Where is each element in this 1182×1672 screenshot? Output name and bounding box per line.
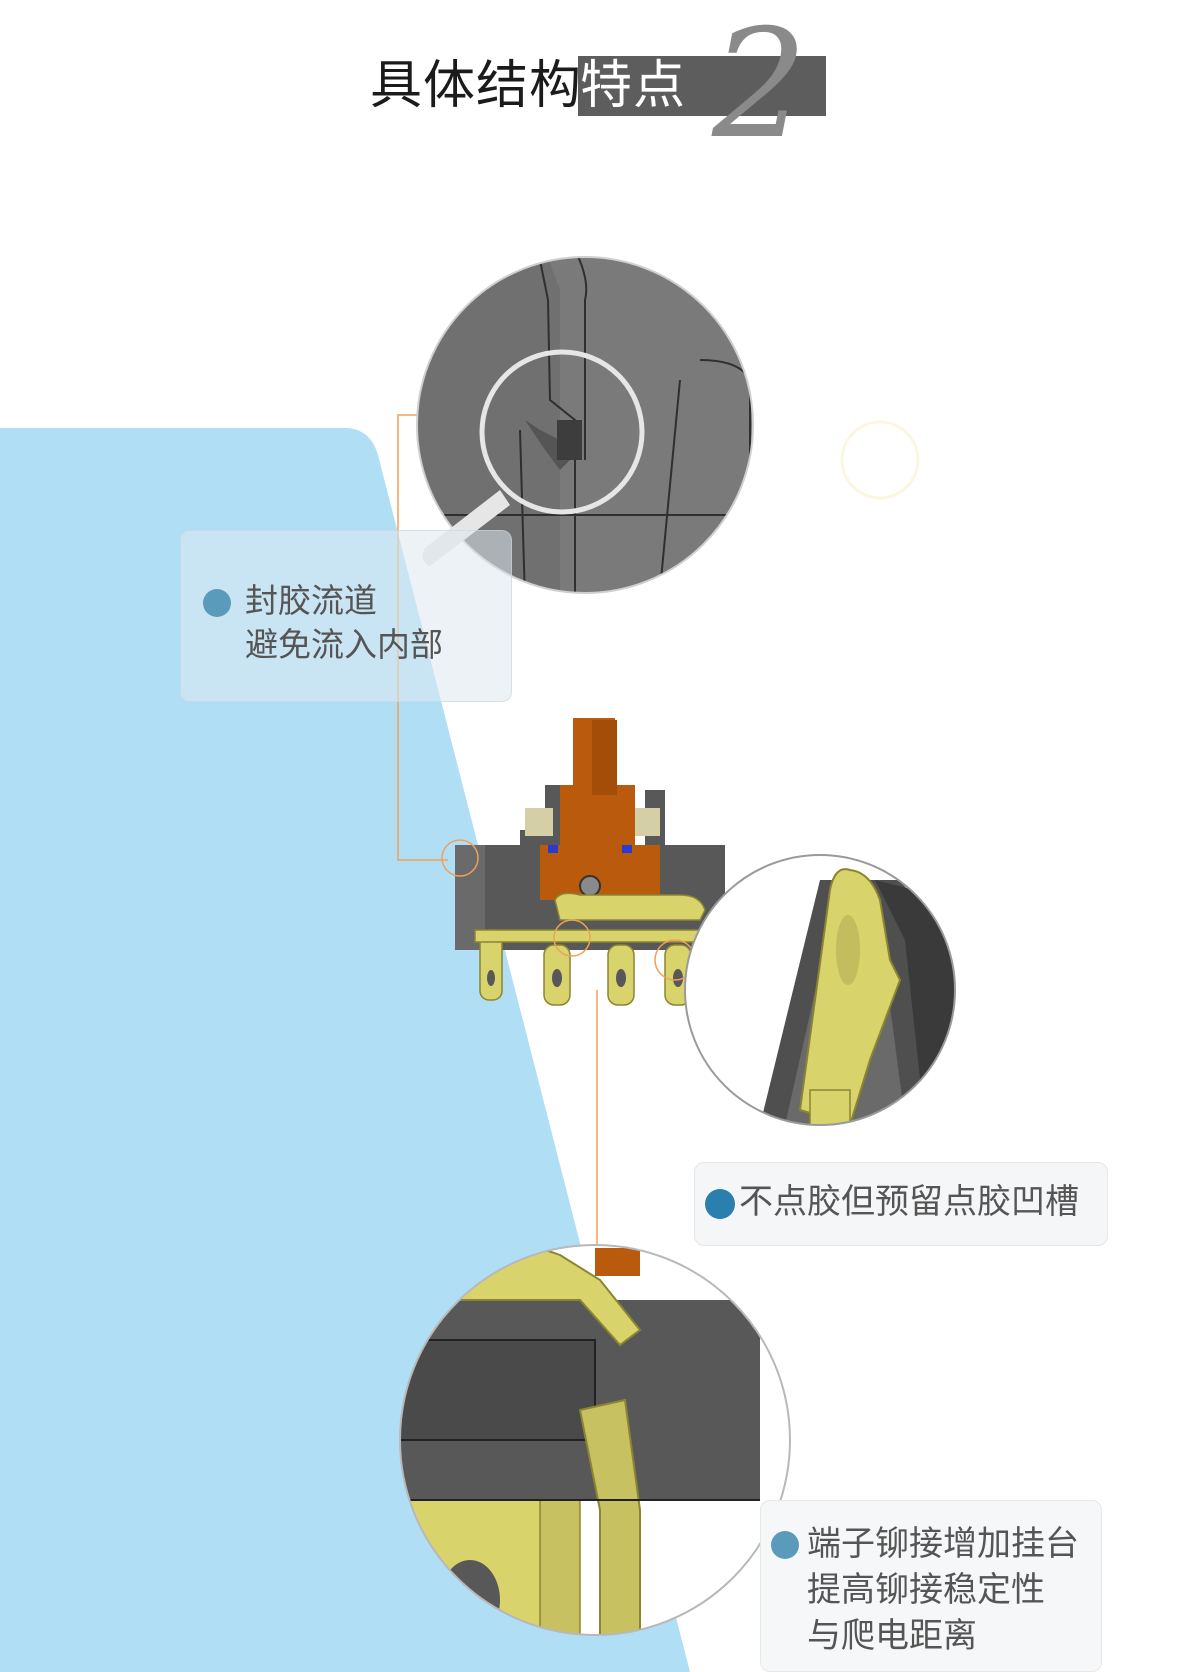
switch-component	[441, 718, 725, 1006]
callout-terminal-riveting: 端子铆接增加挂台 提高铆接稳定性 与爬电距离	[760, 1500, 1102, 1672]
callout-terminal-line1: 端子铆接增加挂台	[807, 1524, 1079, 1564]
callout-groove-line1: 不点胶但预留点胶凹槽	[739, 1182, 1079, 1222]
callout-sealing-line2: 避免流入内部	[245, 625, 443, 664]
callout-sealing-line1: 封胶流道	[245, 581, 377, 620]
bullet-dot	[771, 1531, 799, 1559]
title-number: 2	[712, 0, 808, 172]
bullet-dot	[203, 589, 231, 617]
callout-terminal-line2: 提高铆接稳定性	[807, 1570, 1045, 1610]
callout-terminal-line3: 与爬电距离	[807, 1616, 977, 1656]
bullet-dot	[705, 1189, 735, 1219]
magnifier-terminal-riveting	[399, 1244, 791, 1636]
callout-glue-groove: 不点胶但预留点胶凹槽	[694, 1162, 1108, 1246]
decorative-faint-circle	[840, 420, 920, 500]
title-highlight-text: 特点	[580, 56, 687, 116]
callout-sealing-channel: 封胶流道 避免流入内部	[180, 530, 512, 702]
title-highlight-box	[578, 56, 826, 116]
title-plain-text: 具体结构	[370, 56, 583, 116]
magnifier-glue-groove	[684, 854, 956, 1126]
